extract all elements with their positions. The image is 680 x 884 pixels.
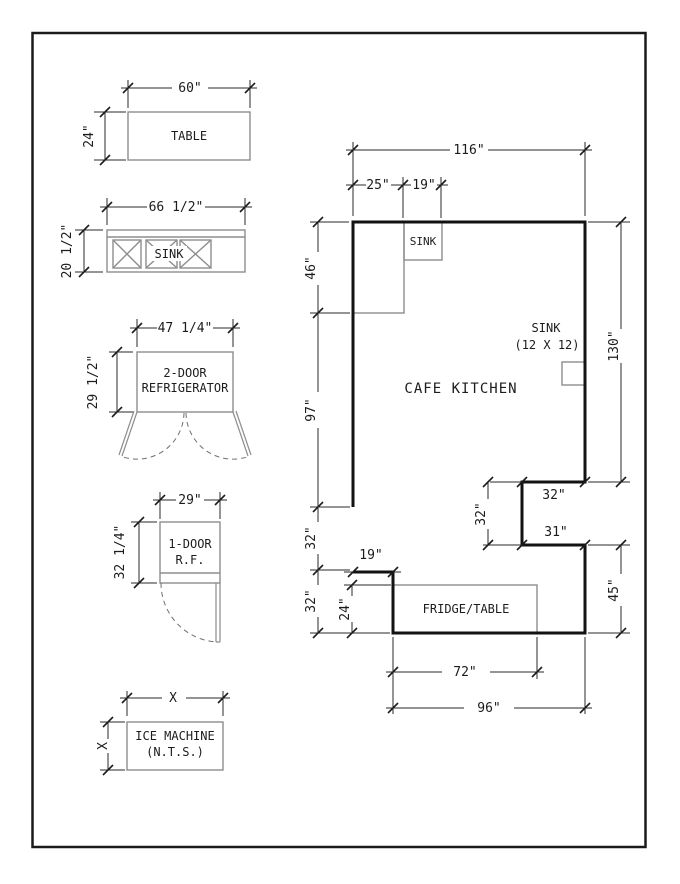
rf-outline <box>159 521 221 584</box>
svg-text:24": 24" <box>338 597 353 620</box>
sink-label-background <box>152 246 187 261</box>
rf-width-dim: 29" <box>178 493 201 508</box>
dim-counter-depth: 46" <box>304 216 350 319</box>
svg-text:116": 116" <box>453 143 484 158</box>
rf-depth-dim: 32 1/4" <box>113 525 128 580</box>
dim-notch-return: 31" <box>516 525 591 551</box>
legend-2door-refrigerator: 47 1/4" 29 1/2" 2-DOOR REFRIGERATOR <box>86 319 252 460</box>
dim-right-wall-upper: 130" <box>588 216 630 488</box>
table-outline <box>127 111 251 161</box>
corner-counter-outline <box>352 221 405 314</box>
svg-text:31": 31" <box>544 525 567 540</box>
legend-sink-unit: 66 1/2" 20 1/2" SINK <box>60 198 252 278</box>
dim-sink-offset-and-width: 25" 19" <box>346 177 448 218</box>
dim-notch-width: 32" <box>490 476 591 503</box>
svg-text:32": 32" <box>304 589 319 612</box>
dim-sink-width: 19" <box>412 178 435 193</box>
rf-label-line2: R.F. <box>176 553 205 567</box>
svg-text:32": 32" <box>542 488 565 503</box>
top-sink-label: SINK <box>410 235 437 248</box>
refrigerator-depth-dim: 29 1/2" <box>86 355 101 410</box>
ice-machine-width-dim: X <box>169 691 177 706</box>
svg-text:32": 32" <box>304 526 319 549</box>
dim-right-wall-lower: 45" <box>588 539 630 639</box>
refrigerator-label-line1: 2-DOOR <box>163 366 207 380</box>
rf-label-line1: 1-DOOR <box>168 537 212 551</box>
refrigerator-door-swings <box>118 410 252 460</box>
room-label: CAFE KITCHEN <box>404 381 517 397</box>
legend-table: 60" 24" TABLE <box>82 80 257 166</box>
wall-sink-label-line1: SINK <box>532 321 562 335</box>
svg-text:46": 46" <box>304 256 319 279</box>
sink-unit-label: SINK <box>155 247 185 261</box>
svg-text:130": 130" <box>607 330 622 361</box>
dim-left-wall-lower: 32" <box>304 570 390 639</box>
legend-ice-machine: X X ICE MACHINE (N.T.S.) <box>96 691 230 776</box>
plan-furniture: SINK SINK (12 X 12) FRIDGE/TABLE <box>352 221 586 634</box>
refrigerator-width-dim: 47 1/4" <box>158 321 213 336</box>
sheet-border <box>31 31 647 849</box>
svg-text:32": 32" <box>474 502 489 525</box>
kitchen-walls <box>351 220 587 635</box>
dim-fridge-table-width: 72" <box>386 637 544 714</box>
dim-left-step: 19" <box>344 548 401 578</box>
sink-basin-1 <box>112 239 142 269</box>
svg-text:45": 45" <box>607 578 622 601</box>
sink-unit-depth-dim: 20 1/2" <box>60 224 75 279</box>
dim-overall-width: 116" <box>346 142 592 216</box>
refrigerator-label-line2: REFRIGERATOR <box>142 381 229 395</box>
table-label: TABLE <box>171 129 207 143</box>
refrigerator-outline <box>136 351 234 413</box>
table-width-dim: 60" <box>178 81 201 96</box>
rf-door-swing <box>160 582 221 643</box>
dim-opening-height: 97" <box>304 313 350 513</box>
sink-unit-outline <box>106 229 246 273</box>
wall-sink-outline <box>561 361 586 386</box>
ice-machine-depth-dim: X <box>96 742 111 750</box>
fridge-table-label: FRIDGE/TABLE <box>423 602 510 616</box>
svg-text:97": 97" <box>304 398 319 421</box>
svg-text:19": 19" <box>359 548 382 563</box>
legend-1door-rf: 29" 32 1/4" 1-DOOR R.F. <box>113 492 227 643</box>
dim-sink-offset: 25" <box>366 178 389 193</box>
wall-sink-label-line2: (12 X 12) <box>514 338 579 352</box>
ice-machine-label-line2: (N.T.S.) <box>146 745 204 759</box>
sink-unit-width-dim: 66 1/2" <box>149 200 204 215</box>
table-depth-dim: 24" <box>82 124 97 147</box>
dim-bottom-wall: 96" <box>386 637 592 716</box>
dim-fridge-table-depth: 24" <box>338 579 391 639</box>
ice-machine-label-line1: ICE MACHINE <box>135 729 214 743</box>
dim-notch-height: 32" <box>474 476 522 551</box>
svg-text:96": 96" <box>477 701 500 716</box>
ice-machine-outline <box>126 721 224 771</box>
svg-text:72": 72" <box>453 665 476 680</box>
dim-left-wall-upper: 32" <box>304 507 350 576</box>
